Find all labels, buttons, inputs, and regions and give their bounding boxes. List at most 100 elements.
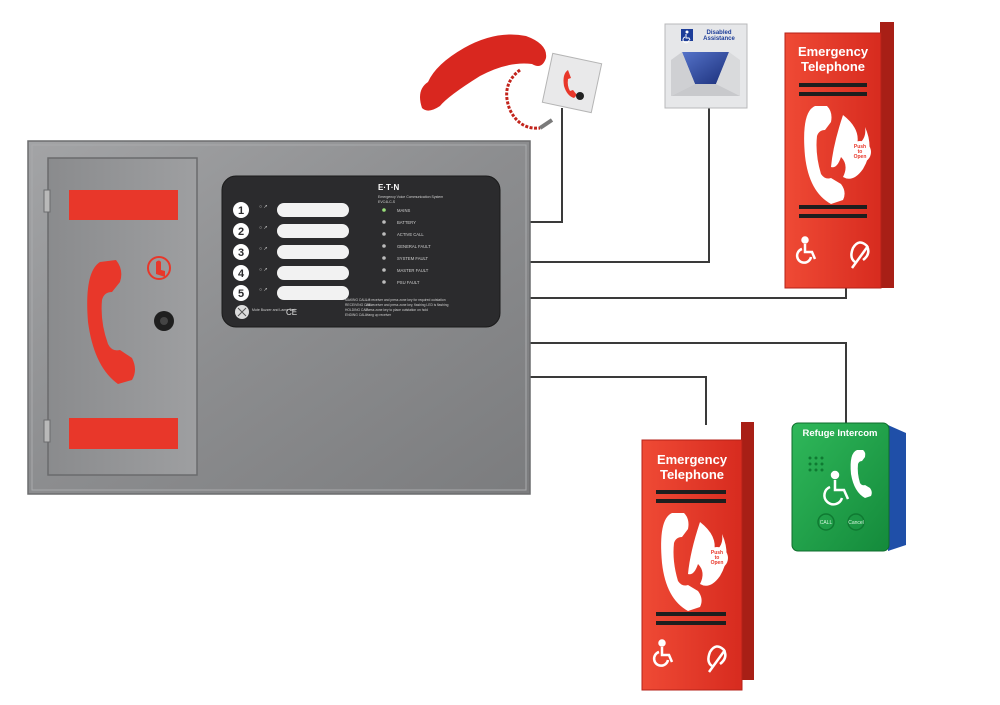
status-active-call: ACTIVE CALL [397, 232, 424, 237]
outstation-bottom-push-badge[interactable]: Push to Open [706, 547, 728, 569]
status-psu-fault: PSU FAULT [397, 280, 420, 285]
outstation-bottom-title-line1: Emergency [657, 452, 728, 467]
zone-5[interactable]: 5 ○ ↗ [233, 285, 349, 301]
zone-2-leds: ○ ↗ [259, 225, 268, 231]
zone-5-label-window[interactable] [277, 286, 349, 300]
outstation-top-badge-line2: to [858, 149, 863, 155]
outstation-bottom-badge-line3: Open [711, 560, 724, 566]
zone-3-number: 3 [238, 247, 244, 259]
wire-to-intercom [530, 342, 847, 425]
mains-led [382, 208, 386, 212]
outstation-bottom-title-line2: Telephone [660, 467, 724, 482]
outstation-top-badge-line3: Open [854, 154, 867, 160]
coiled-cord [505, 68, 541, 130]
instruction-ending-call-text: Hang up receiver [366, 313, 392, 317]
intercom-wheelchair-icon [823, 470, 850, 506]
outstation-top-push-badge[interactable]: Push to Open [849, 141, 871, 163]
system-fault-led [382, 256, 386, 260]
zone-keys: 1 ○ ↗ 2 ○ ↗ 3 ○ ↗ 4 ○ ↗ [233, 202, 349, 301]
zone-5-leds: ○ ↗ [259, 287, 268, 293]
zone-4-number: 4 [238, 268, 245, 280]
wiring [530, 108, 847, 425]
outstation-bottom-badge-line1: Push [711, 550, 723, 556]
zone-1[interactable]: 1 ○ ↗ [233, 202, 349, 218]
system-title: Emergency Voice Communication System [378, 195, 443, 199]
wire-to-disabled-point [530, 108, 710, 263]
psu-fault-led [382, 280, 386, 284]
instruction-making-call-text: Lift receiver and press zone key for req… [366, 298, 446, 302]
model-number: EVC4LC-S [378, 200, 396, 204]
red-handset[interactable] [420, 34, 547, 111]
outstation-bottom-hearing-loop-icon [707, 645, 727, 673]
outstation-bottom-wheelchair-icon [652, 639, 674, 667]
zone-2[interactable]: 2 ○ ↗ [233, 223, 349, 239]
wire-to-handset [530, 108, 563, 223]
zone-3-label-window[interactable] [277, 245, 349, 259]
status-battery: BATTERY [397, 220, 416, 225]
cord-plug [538, 118, 554, 130]
outstation-bottom-badge-line2: to [715, 555, 720, 561]
plate-phone-icon [563, 70, 577, 98]
door-red-strip-bottom [69, 418, 178, 449]
intercom-cancel-label: Cancel [848, 520, 864, 526]
zone-2-number: 2 [238, 226, 244, 238]
outstation-top[interactable]: Emergency Telephone Push to Open [784, 22, 894, 289]
handset-wall-plate [541, 52, 603, 114]
wire-to-top-outstation [530, 288, 847, 299]
status-system-fault: SYSTEM FAULT [397, 256, 429, 261]
outstation-top-title-line2: Telephone [801, 59, 865, 74]
door-lock-icon[interactable] [154, 311, 174, 331]
intercom-call-label: CALL [820, 520, 833, 526]
instruction-holding-call-text: Press zone key to place outstation on ho… [366, 308, 428, 312]
instruction-receiving-call-text: Lift receiver and press zone key, flashi… [366, 303, 449, 307]
intercom-speaker-grille [808, 456, 824, 472]
phone-handset-icon [87, 260, 135, 384]
door-red-strip-top [69, 190, 178, 220]
intercom-title: Refuge Intercom [803, 428, 878, 439]
instruction-holding-call-key: HOLDING CALL: [345, 308, 370, 312]
disabled-label-line1: Disabled [706, 30, 731, 36]
wheelchair-icon [681, 29, 693, 44]
status-indicators: MAINS BATTERY ACTIVE CALL GENERAL FAULT … [382, 208, 431, 285]
master-fault-led [382, 268, 386, 272]
ce-mark: CE [286, 308, 297, 317]
status-general-fault: GENERAL FAULT [397, 244, 431, 249]
instruction-making-call-key: MAKING CALL: [345, 298, 368, 302]
zone-4[interactable]: 4 ○ ↗ [233, 265, 349, 281]
instructions: MAKING CALL: Lift receiver and press zon… [345, 298, 449, 317]
press-finger-icon [147, 256, 171, 280]
mute-buzzer-label: Mute Buzzer and Lamp Test [252, 308, 296, 312]
outstation-top-title-line1: Emergency [798, 44, 869, 59]
intercom-phone-icon [850, 450, 872, 498]
control-panel: E·T·N Emergency Voice Communication Syst… [27, 140, 531, 495]
outstation-bottom[interactable]: Emergency Telephone Push to Open [641, 422, 754, 691]
status-master-fault: MASTER FAULT [397, 268, 429, 273]
zone-1-number: 1 [238, 205, 244, 217]
disabled-call-point[interactable]: Disabled Assistance [664, 23, 748, 109]
handset-assembly [420, 34, 603, 130]
outstation-top-wheelchair-icon [795, 236, 817, 264]
intercom-call-button[interactable]: CALL [817, 513, 835, 531]
intercom-cancel-button[interactable]: Cancel [847, 513, 865, 531]
zone-3[interactable]: 3 ○ ↗ [233, 244, 349, 260]
outstation-top-phone-icon [804, 106, 845, 204]
assistance-push-button[interactable] [682, 52, 729, 84]
disabled-label-line2: Assistance [703, 36, 735, 42]
refuge-intercom[interactable]: Refuge Intercom CALL Cancel [791, 422, 906, 552]
outstation-bottom-phone-icon [661, 513, 702, 611]
zone-1-leds: ○ ↗ [259, 204, 268, 210]
instruction-ending-call-key: ENDING CALL: [345, 313, 368, 317]
active-call-led [382, 232, 386, 236]
zone-5-number: 5 [238, 288, 244, 300]
wire-to-bottom-outstation [530, 376, 707, 425]
zone-2-label-window[interactable] [277, 224, 349, 238]
handset-jack-socket [576, 92, 584, 100]
mute-buzzer-button[interactable] [235, 305, 249, 319]
status-mains: MAINS [397, 208, 410, 213]
general-fault-led [382, 244, 386, 248]
zone-4-label-window[interactable] [277, 266, 349, 280]
zone-1-label-window[interactable] [277, 203, 349, 217]
outstation-top-badge-line1: Push [854, 144, 866, 150]
brand-logo: E·T·N [378, 183, 400, 192]
